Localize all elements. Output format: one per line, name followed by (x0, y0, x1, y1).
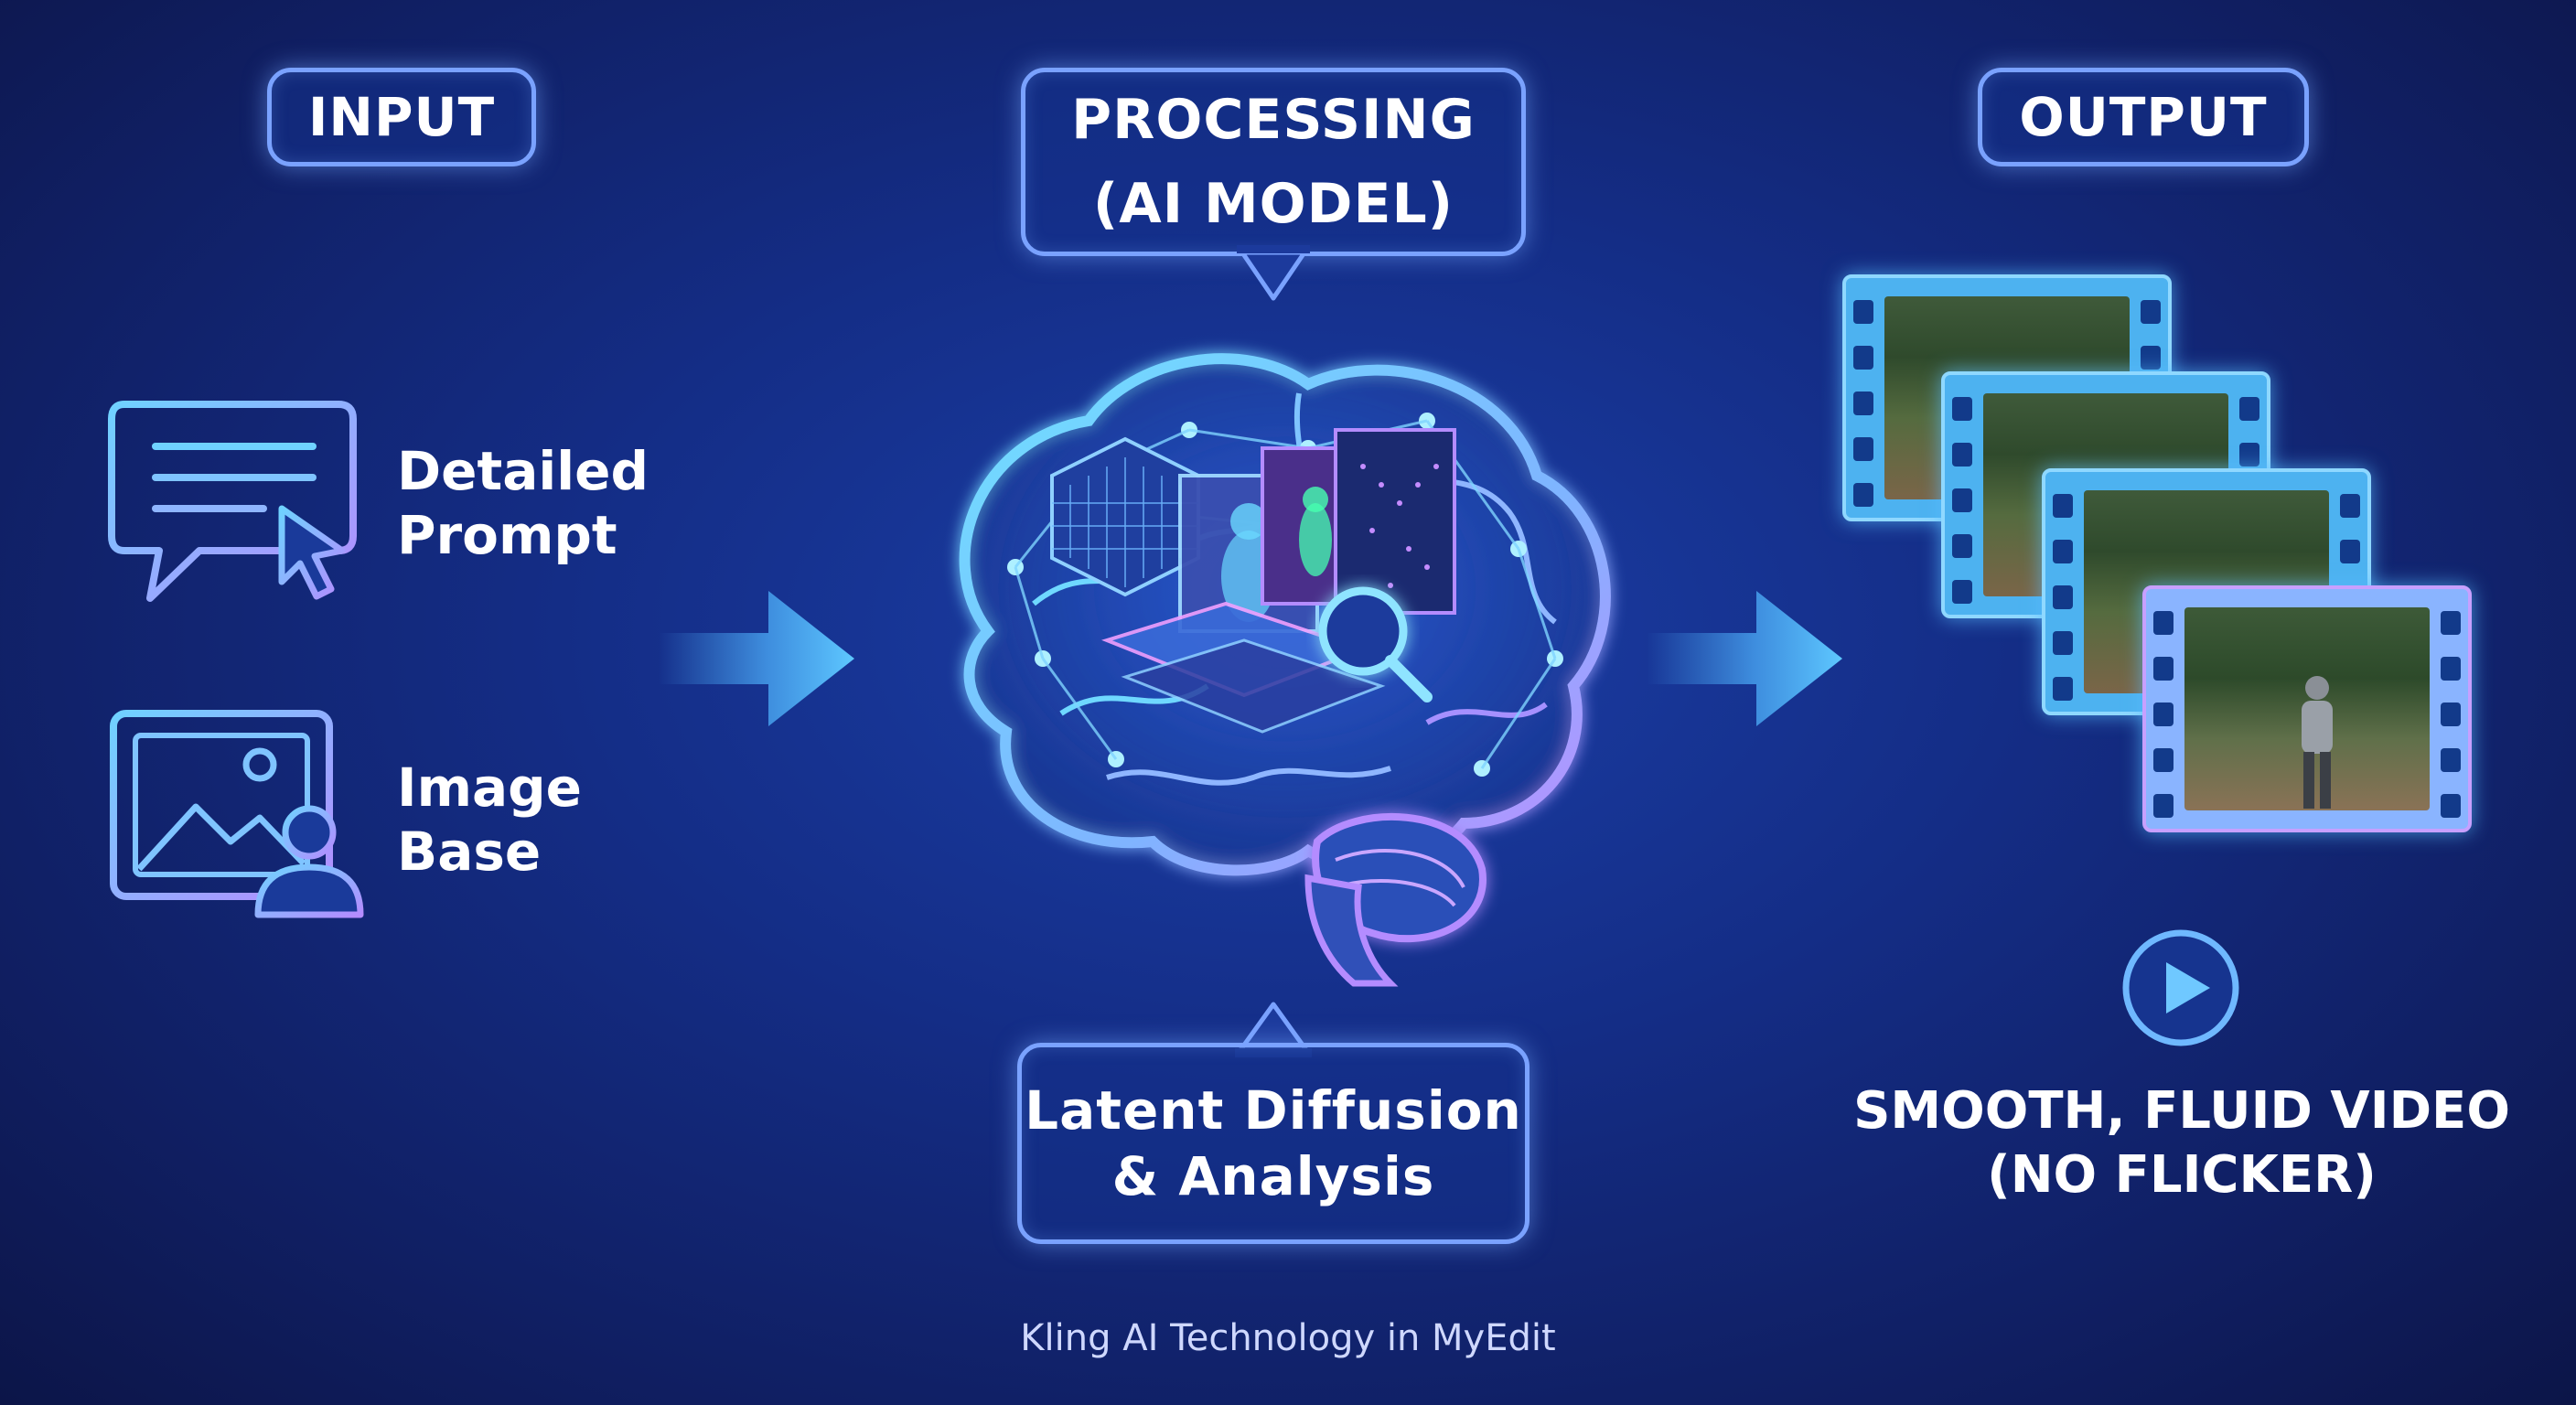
output-caption-line2: (NO FLICKER) (1987, 1145, 2377, 1205)
magnifier-icon (1318, 586, 1433, 702)
diffusion-box-line1: Latent Diffusion (1025, 1079, 1522, 1142)
input-prompt-line2: Prompt (397, 504, 617, 566)
input-image-label: Image Base (397, 756, 582, 884)
play-icon (2122, 929, 2239, 1046)
hologram-layers (1050, 428, 1456, 734)
chat-prompt-icon (108, 401, 357, 602)
output-header: OUTPUT (1978, 68, 2309, 166)
arrow-input-to-processing (659, 591, 854, 726)
input-header-label: INPUT (307, 86, 496, 148)
image-person-icon (110, 710, 364, 918)
input-image-line2: Base (397, 820, 542, 883)
input-header: INPUT (267, 68, 536, 166)
processing-header: PROCESSING (AI MODEL) (1021, 68, 1526, 256)
output-header-label: OUTPUT (2019, 86, 2268, 148)
diffusion-box: Latent Diffusion & Analysis (1017, 1043, 1530, 1244)
walking-person-icon (2302, 676, 2333, 809)
processing-header-pointer (1237, 245, 1310, 301)
input-image-line1: Image (397, 756, 583, 819)
brain-icon (959, 353, 1611, 987)
input-prompt-line1: Detailed (397, 440, 649, 502)
input-prompt-label: Detailed Prompt (397, 439, 649, 567)
processing-header-line1: PROCESSING (1071, 88, 1476, 152)
output-caption: SMOOTH, FLUID VIDEO (NO FLICKER) (1848, 1079, 2516, 1207)
output-caption-line1: SMOOTH, FLUID VIDEO (1853, 1081, 2510, 1141)
video-frame-4 (2142, 585, 2472, 832)
footer-credit: Kling AI Technology in MyEdit (1020, 1317, 1556, 1359)
processing-header-line2: (AI MODEL) (1092, 172, 1454, 236)
video-frames (1839, 274, 2479, 842)
arrow-processing-to-output (1647, 591, 1842, 726)
diffusion-box-line2: & Analysis (1111, 1145, 1435, 1207)
